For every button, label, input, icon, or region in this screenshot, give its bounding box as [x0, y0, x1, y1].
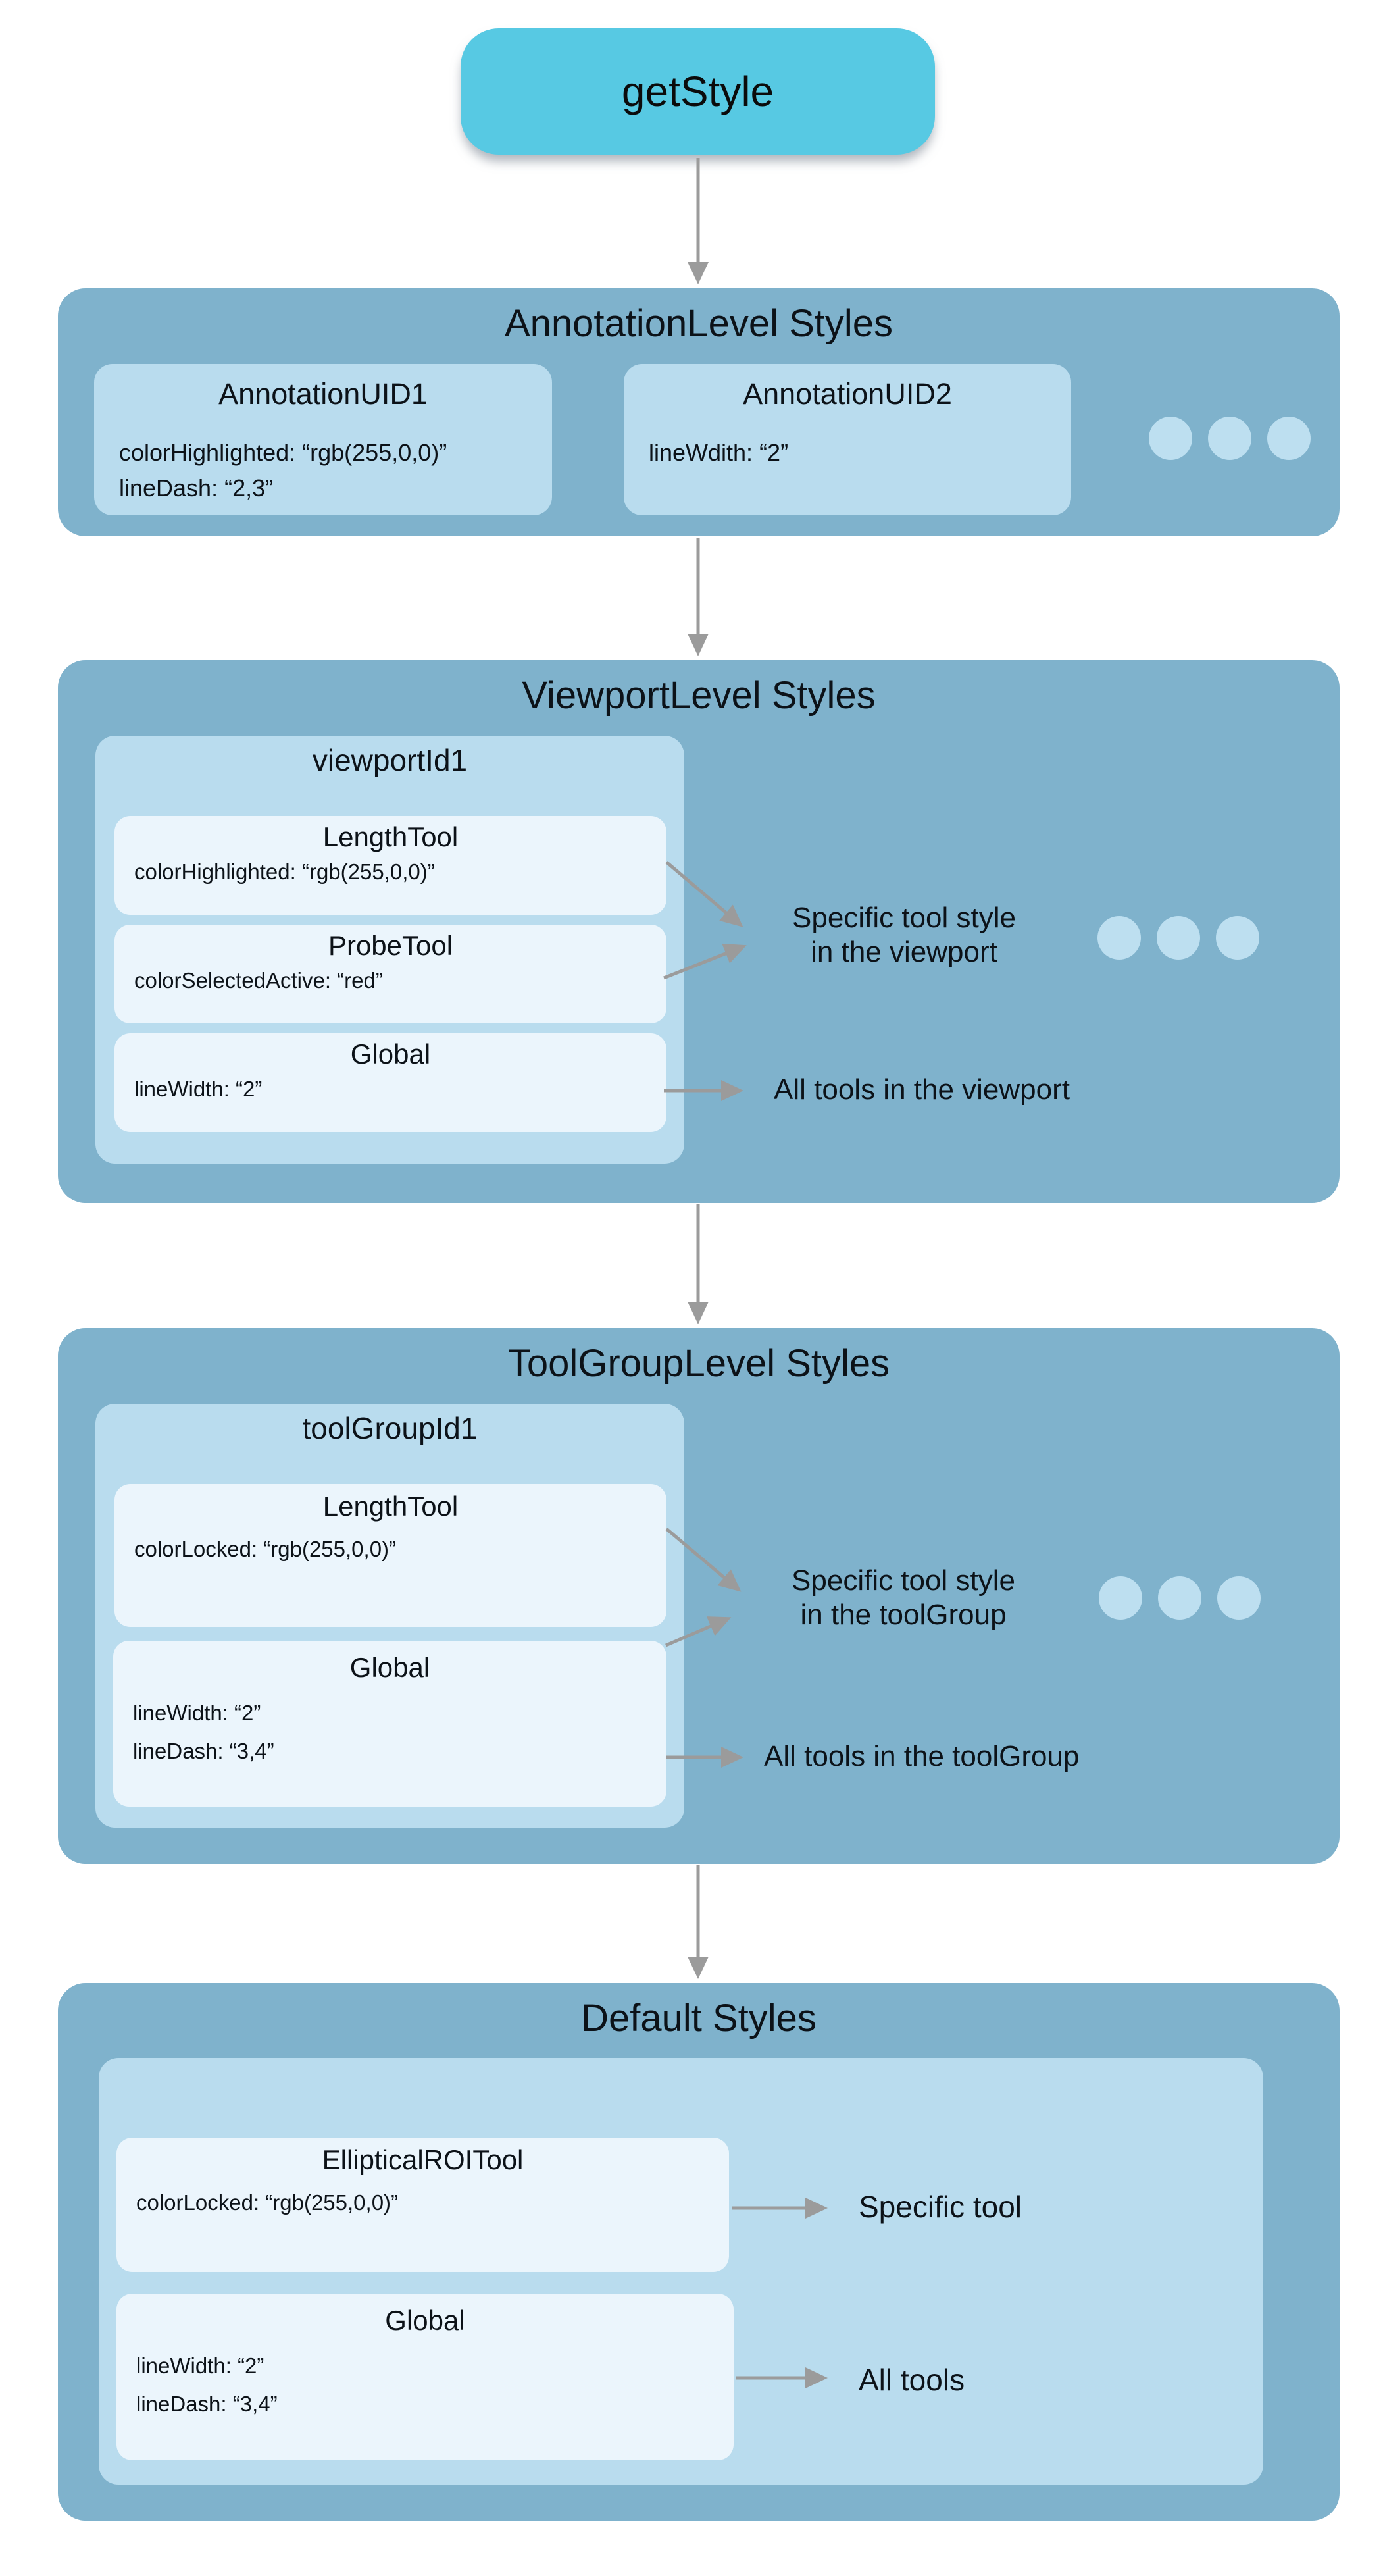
- lengthtool-title: LengthTool: [322, 1491, 459, 1522]
- toolgroup-level-section: ToolGroupLevel Styles toolGroupId1 Lengt…: [58, 1328, 1340, 1864]
- viewport-id1-container: viewportId1 LengthTool colorHighlighted:…: [95, 736, 684, 1164]
- toolgroup-lengthtool-box: LengthTool colorLocked: “rgb(255,0,0)”: [114, 1484, 666, 1627]
- annotation-uid2-title: AnnotationUID2: [743, 377, 952, 411]
- global-title: Global: [350, 1039, 431, 1069]
- prop-color-selected-active: colorSelectedActive: “red”: [134, 968, 383, 992]
- toolgroup-id1-container: toolGroupId1 LengthTool colorLocked: “rg…: [95, 1404, 684, 1828]
- probetool-title: ProbeTool: [328, 930, 453, 961]
- toolgroup-specific-note: Specific tool style in the toolGroup: [739, 1564, 1068, 1632]
- note-line1: Specific tool style: [792, 902, 1016, 934]
- dot: [1157, 916, 1200, 960]
- annotation-level-title: AnnotationLevel Styles: [504, 302, 893, 345]
- getstyle-node: getStyle: [461, 28, 935, 155]
- global-title: Global: [349, 1652, 430, 1683]
- dot: [1158, 1576, 1201, 1620]
- prop-line-dash: lineDash: “3,4”: [136, 2392, 278, 2416]
- dot: [1149, 417, 1192, 460]
- getstyle-label: getStyle: [621, 68, 774, 115]
- prop-line-width: lineWidth: “2”: [136, 2354, 264, 2378]
- prop-line-dash: lineDash: “3,4”: [133, 1739, 274, 1763]
- dot: [1216, 916, 1259, 960]
- global-title: Global: [385, 2305, 465, 2336]
- ellipsis-icon: [1149, 417, 1311, 460]
- note-line2: in the toolGroup: [800, 1599, 1007, 1631]
- toolgroup-global-box: Global lineWidth: “2” lineDash: “3,4”: [113, 1641, 666, 1807]
- annotation-level-section: AnnotationLevel Styles AnnotationUID1 co…: [58, 288, 1340, 536]
- dot: [1208, 417, 1251, 460]
- viewport-all-tools-note: All tools in the viewport: [774, 1073, 1070, 1106]
- annotation-uid2-card: AnnotationUID2 lineWdith: “2”: [624, 364, 1071, 515]
- viewport-id1-title: viewportId1: [312, 743, 468, 777]
- ellipticalroitool-title: EllipticalROITool: [322, 2144, 524, 2175]
- prop-line-width: lineWdith: “2”: [649, 439, 789, 466]
- default-all-tools-note: All tools: [859, 2363, 965, 2397]
- default-global-box: Global lineWidth: “2” lineDash: “3,4”: [116, 2294, 734, 2460]
- prop-line-width: lineWidth: “2”: [133, 1701, 261, 1725]
- viewport-level-section: ViewportLevel Styles viewportId1 LengthT…: [58, 660, 1340, 1203]
- default-specific-tool-note: Specific tool: [859, 2190, 1022, 2224]
- viewport-lengthtool-box: LengthTool colorHighlighted: “rgb(255,0,…: [114, 816, 666, 915]
- toolgroup-level-title: ToolGroupLevel Styles: [507, 1342, 890, 1385]
- annotation-uid1-title: AnnotationUID1: [218, 377, 428, 411]
- note-line2: in the viewport: [811, 936, 997, 968]
- prop-color-highlighted: colorHighlighted: “rgb(255,0,0)”: [134, 860, 435, 884]
- annotation-uid1-card: AnnotationUID1 colorHighlighted: “rgb(25…: [94, 364, 552, 515]
- toolgroup-all-tools-note: All tools in the toolGroup: [764, 1740, 1080, 1772]
- viewport-global-box: Global lineWidth: “2”: [114, 1033, 666, 1132]
- prop-color-highlighted: colorHighlighted: “rgb(255,0,0)”: [119, 439, 447, 466]
- note-line1: Specific tool style: [792, 1564, 1015, 1597]
- toolgroup-id1-title: toolGroupId1: [302, 1411, 478, 1445]
- default-styles-section: Default Styles EllipticalROITool colorLo…: [58, 1983, 1340, 2521]
- viewport-specific-note: Specific tool style in the viewport: [740, 901, 1069, 969]
- viewport-level-title: ViewportLevel Styles: [522, 674, 876, 717]
- dot: [1097, 916, 1141, 960]
- default-styles-title: Default Styles: [581, 1997, 817, 2040]
- annotation-uid2-props: lineWdith: “2”: [624, 435, 1071, 471]
- dot: [1099, 1576, 1142, 1620]
- annotation-uid1-props: colorHighlighted: “rgb(255,0,0)” lineDas…: [94, 435, 552, 506]
- ellipsis-icon: [1099, 1576, 1261, 1620]
- prop-color-locked: colorLocked: “rgb(255,0,0)”: [134, 1537, 397, 1561]
- prop-line-width: lineWidth: “2”: [134, 1077, 263, 1101]
- prop-color-locked: colorLocked: “rgb(255,0,0)”: [136, 2190, 399, 2215]
- ellipsis-icon: [1097, 916, 1259, 960]
- dot: [1267, 417, 1311, 460]
- viewport-probetool-box: ProbeTool colorSelectedActive: “red”: [114, 925, 666, 1023]
- prop-line-dash: lineDash: “2,3”: [119, 475, 274, 502]
- lengthtool-title: LengthTool: [322, 821, 459, 852]
- default-styles-container: EllipticalROITool colorLocked: “rgb(255,…: [99, 2058, 1263, 2485]
- default-ellipticalroitool-box: EllipticalROITool colorLocked: “rgb(255,…: [116, 2138, 729, 2272]
- dot: [1217, 1576, 1261, 1620]
